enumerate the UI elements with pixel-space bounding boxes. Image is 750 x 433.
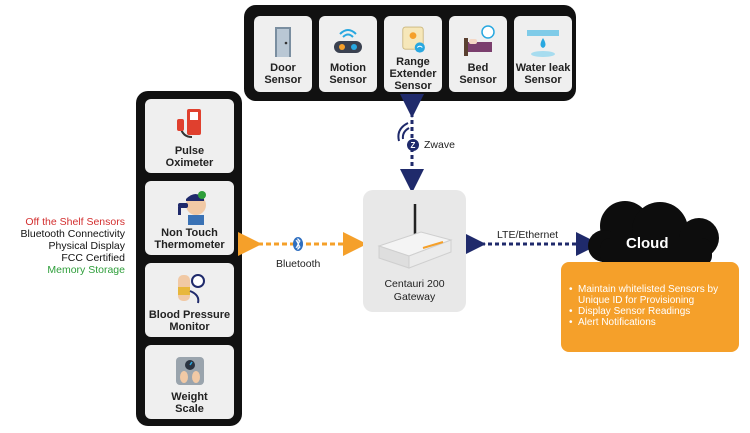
lte-label: LTE/Ethernet	[497, 229, 559, 241]
blood-pressure-card: Blood Pressure Monitor	[145, 263, 234, 337]
gateway-type: Gateway	[393, 291, 436, 303]
bluetooth-label: Bluetooth	[276, 258, 321, 270]
legend-item: FCC Certified	[61, 252, 125, 264]
door-icon	[275, 27, 291, 57]
cloud-feature-item: Alert Notifications	[569, 317, 734, 328]
weight-scale-icon	[175, 357, 204, 385]
pulse-oximeter-card: Pulse Oximeter	[145, 99, 234, 173]
zwave-label: Zwave	[424, 139, 455, 151]
range-extender-icon	[402, 26, 425, 53]
blood-pressure-icon	[177, 274, 205, 304]
weight-scale-label: Weight Scale	[171, 391, 208, 415]
gateway-name: Centauri 200	[384, 278, 445, 290]
blood-pressure-label: Blood Pressure Monitor	[148, 309, 231, 333]
bed-icon	[464, 25, 495, 56]
cloud-features-box: Maintain whitelisted Sensors by Unique I…	[561, 262, 739, 352]
motion-sensor-card: Motion Sensor	[319, 16, 377, 92]
zwave-icon: Z	[397, 122, 419, 151]
bluetooth-icon	[293, 237, 303, 251]
bed-sensor-label: Bed Sensor	[459, 62, 497, 86]
bed-sensor-card: Bed Sensor	[449, 16, 507, 92]
water-leak-icon	[527, 30, 559, 57]
thermometer-card: Non Touch Thermometer	[145, 181, 234, 255]
cloud-feature-list: Maintain whitelisted Sensors by Unique I…	[569, 284, 734, 328]
router-icon	[377, 204, 453, 269]
motion-sensor-label: Motion Sensor	[329, 62, 367, 86]
legend-item: Off the Shelf Sensors	[25, 216, 125, 228]
cloud-title: Cloud	[626, 235, 669, 252]
cloud-feature-item: Maintain whitelisted Sensors by Unique I…	[569, 284, 734, 306]
range-extender-card: Range Extender Sensor	[384, 16, 442, 92]
weight-scale-card: Weight Scale	[145, 345, 234, 419]
svg-text:Z: Z	[411, 141, 416, 150]
pulse-oximeter-label: Pulse Oximeter	[165, 145, 214, 169]
water-leak-label: Water leak Sensor	[515, 62, 571, 86]
legend-item: Memory Storage	[47, 264, 125, 276]
range-extender-label: Range Extender Sensor	[389, 56, 437, 92]
thermometer-label: Non Touch Thermometer	[154, 227, 225, 251]
gateway-label: Centauri 200 Gateway	[363, 278, 466, 304]
water-leak-card: Water leak Sensor	[514, 16, 572, 92]
gateway-box: Centauri 200 Gateway	[363, 190, 466, 312]
legend-item: Bluetooth Connectivity	[20, 228, 125, 240]
door-sensor-label: Door Sensor	[264, 62, 302, 86]
cloud-feature-item: Display Sensor Readings	[569, 306, 734, 317]
cloud-shape	[588, 201, 719, 266]
pulse-oximeter-icon	[176, 109, 201, 138]
door-sensor-card: Door Sensor	[254, 16, 312, 92]
feature-legend: Off the Shelf Sensors Bluetooth Connecti…	[21, 216, 125, 276]
motion-sensor-icon	[334, 29, 362, 53]
thermometer-icon	[177, 191, 206, 225]
legend-item: Physical Display	[48, 240, 125, 252]
